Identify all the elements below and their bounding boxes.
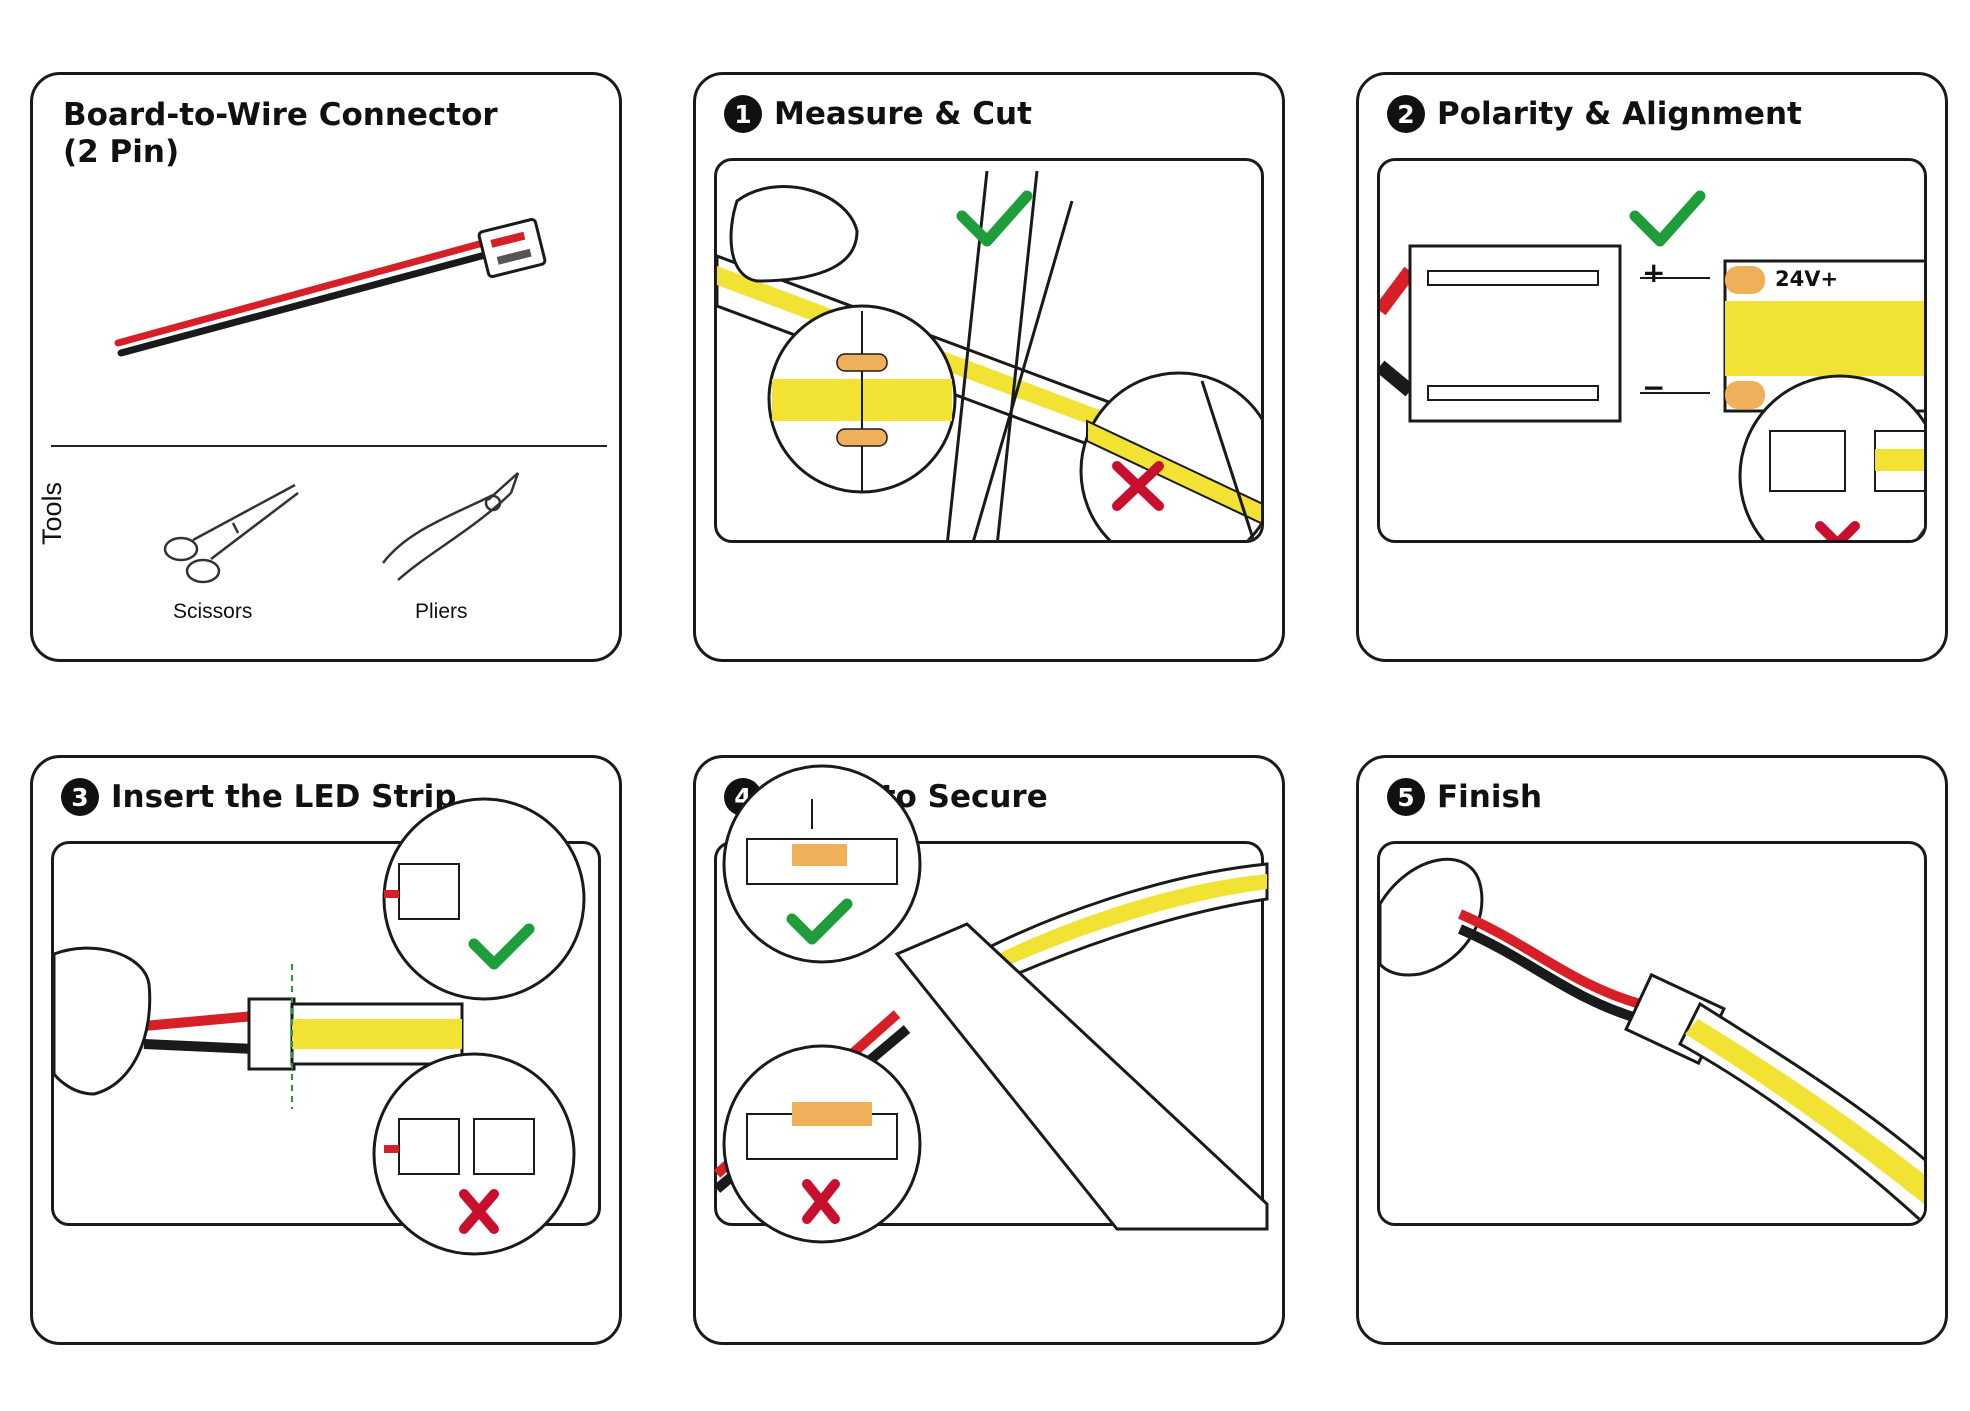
polarity-illustration — [1380, 190, 1924, 540]
step-1-panel: 1 Measure & Cut — [693, 72, 1285, 662]
pliers-icon — [382, 472, 520, 581]
connector-title: Board-to-Wire Connector (2 Pin) — [63, 97, 498, 171]
step-1-title: Measure & Cut — [774, 96, 1032, 132]
step-1-heading: 1 Measure & Cut — [724, 95, 1032, 133]
step-5-title: Finish — [1437, 779, 1543, 815]
correct-check-icon — [786, 898, 853, 945]
step-2-illustration-frame: + − 24V+ — [1377, 158, 1927, 543]
step-3-title: Insert the LED Strip — [111, 779, 457, 815]
tools-divider — [51, 445, 607, 447]
step-3-heading: 3 Insert the LED Strip — [61, 778, 456, 816]
step-5-illustration-frame — [1377, 841, 1927, 1226]
step-4-panel: 4 Press to Secure — [693, 755, 1285, 1345]
connector-title-line2: (2 Pin) — [63, 134, 180, 170]
step-5-number-badge: 5 — [1387, 778, 1425, 816]
tools-illustrations — [163, 472, 520, 584]
step-5-panel: 5 Finish — [1356, 755, 1948, 1345]
step-3-number-badge: 3 — [61, 778, 99, 816]
step-5-heading: 5 Finish — [1387, 778, 1542, 816]
insert-strip-illustration — [52, 797, 586, 1256]
step-2-heading: 2 Polarity & Alignment — [1387, 95, 1802, 133]
step-3-panel: 3 Insert the LED Strip — [30, 755, 622, 1345]
intro-panel: Board-to-Wire Connector (2 Pin) Tools Sc… — [30, 72, 622, 662]
wrong-cross-icon — [1815, 521, 1842, 540]
step-4-illustration-frame — [713, 764, 1269, 1244]
correct-check-icon — [956, 190, 1033, 247]
connector-title-line1: Board-to-Wire Connector — [63, 97, 498, 133]
step-1-illustration-frame — [714, 158, 1264, 543]
finish-illustration — [1380, 857, 1924, 1223]
correct-check-icon — [468, 923, 535, 970]
step-1-number-badge: 1 — [724, 95, 762, 133]
measure-cut-illustration — [717, 170, 1261, 540]
press-secure-illustration — [713, 764, 1269, 1244]
step-2-panel: 2 Polarity & Alignment — [1356, 72, 1948, 662]
step-2-number-badge: 2 — [1387, 95, 1425, 133]
scissors-icon — [163, 483, 299, 584]
step-3-illustration-frame — [51, 797, 601, 1256]
pliers-caption: Pliers — [415, 600, 468, 623]
step-2-title: Polarity & Alignment — [1437, 96, 1802, 132]
scissors-caption: Scissors — [173, 600, 253, 623]
connector-cable-illustration — [114, 218, 547, 357]
correct-check-icon — [1629, 190, 1706, 247]
